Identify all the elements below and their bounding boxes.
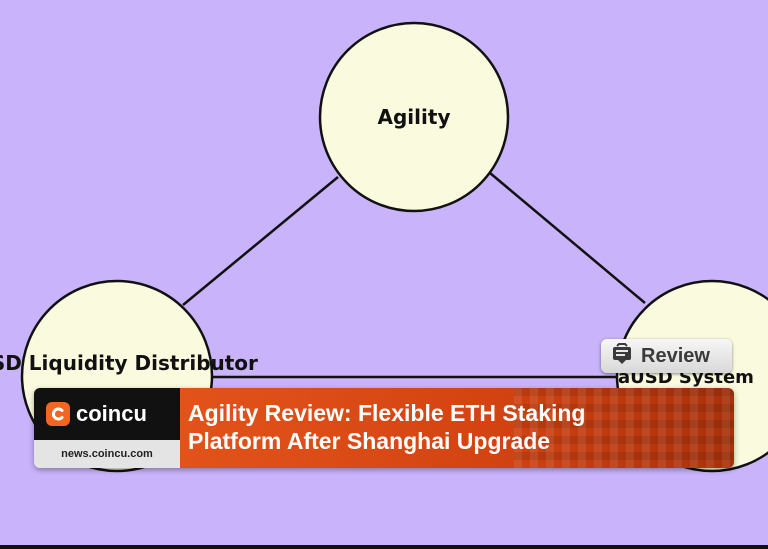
node-agility bbox=[318, 21, 510, 213]
node-label-agility: Agility bbox=[378, 105, 451, 129]
review-badge: Review bbox=[601, 339, 732, 373]
headline-box: Agility Review: Flexible ETH Staking Pla… bbox=[180, 388, 734, 468]
site-box: news.coincu.com bbox=[34, 440, 180, 468]
headline-line-1: Agility Review: Flexible ETH Staking bbox=[188, 400, 586, 426]
bottom-border bbox=[0, 545, 768, 549]
edge-top-right bbox=[489, 172, 646, 304]
edge-top-left bbox=[182, 176, 339, 306]
node-label-lsd-text: LSD Liquidity Distributor bbox=[0, 351, 258, 375]
headline: Agility Review: Flexible ETH Staking Pla… bbox=[188, 399, 708, 455]
review-badge-label: Review bbox=[641, 344, 710, 367]
node-label-lsd: LSD Liquidity Distributor bbox=[0, 351, 258, 375]
brand-box: coincu bbox=[34, 388, 180, 440]
headline-line-2: Platform After Shanghai Upgrade bbox=[188, 428, 551, 454]
brand-name: coincu bbox=[76, 401, 147, 426]
review-icon bbox=[611, 343, 633, 369]
headline-banner: coincu news.coincu.com Agility Review: F… bbox=[34, 388, 734, 468]
coincu-logo-icon bbox=[46, 402, 70, 426]
site-url: news.coincu.com bbox=[61, 448, 153, 460]
